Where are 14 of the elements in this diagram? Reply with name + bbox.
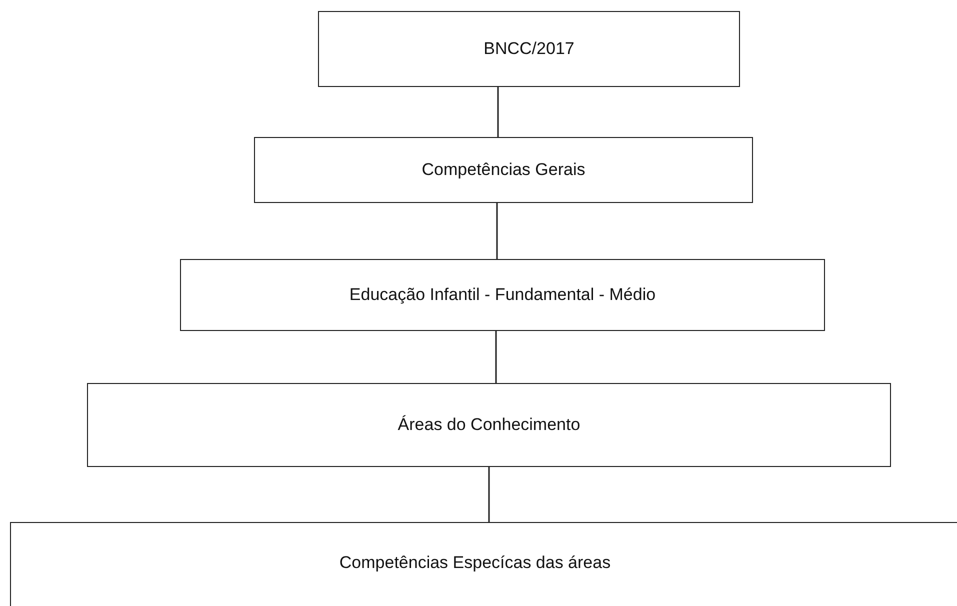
process-box	[180, 259, 825, 331]
box-label: Competências Especícas das áreas	[339, 553, 611, 573]
process-box	[318, 11, 740, 87]
process-box	[254, 137, 753, 203]
box-label: BNCC/2017	[484, 39, 574, 59]
process-box	[10, 522, 957, 606]
box-label: Áreas do Conhecimento	[398, 415, 580, 435]
box-label: Competências Gerais	[422, 160, 586, 180]
connector-line	[497, 87, 499, 137]
process-box	[87, 383, 891, 467]
connector-line	[496, 203, 498, 259]
box-label: Educação Infantil - Fundamental - Médio	[349, 285, 656, 305]
connector-line	[488, 467, 490, 522]
connector-line	[495, 331, 497, 383]
